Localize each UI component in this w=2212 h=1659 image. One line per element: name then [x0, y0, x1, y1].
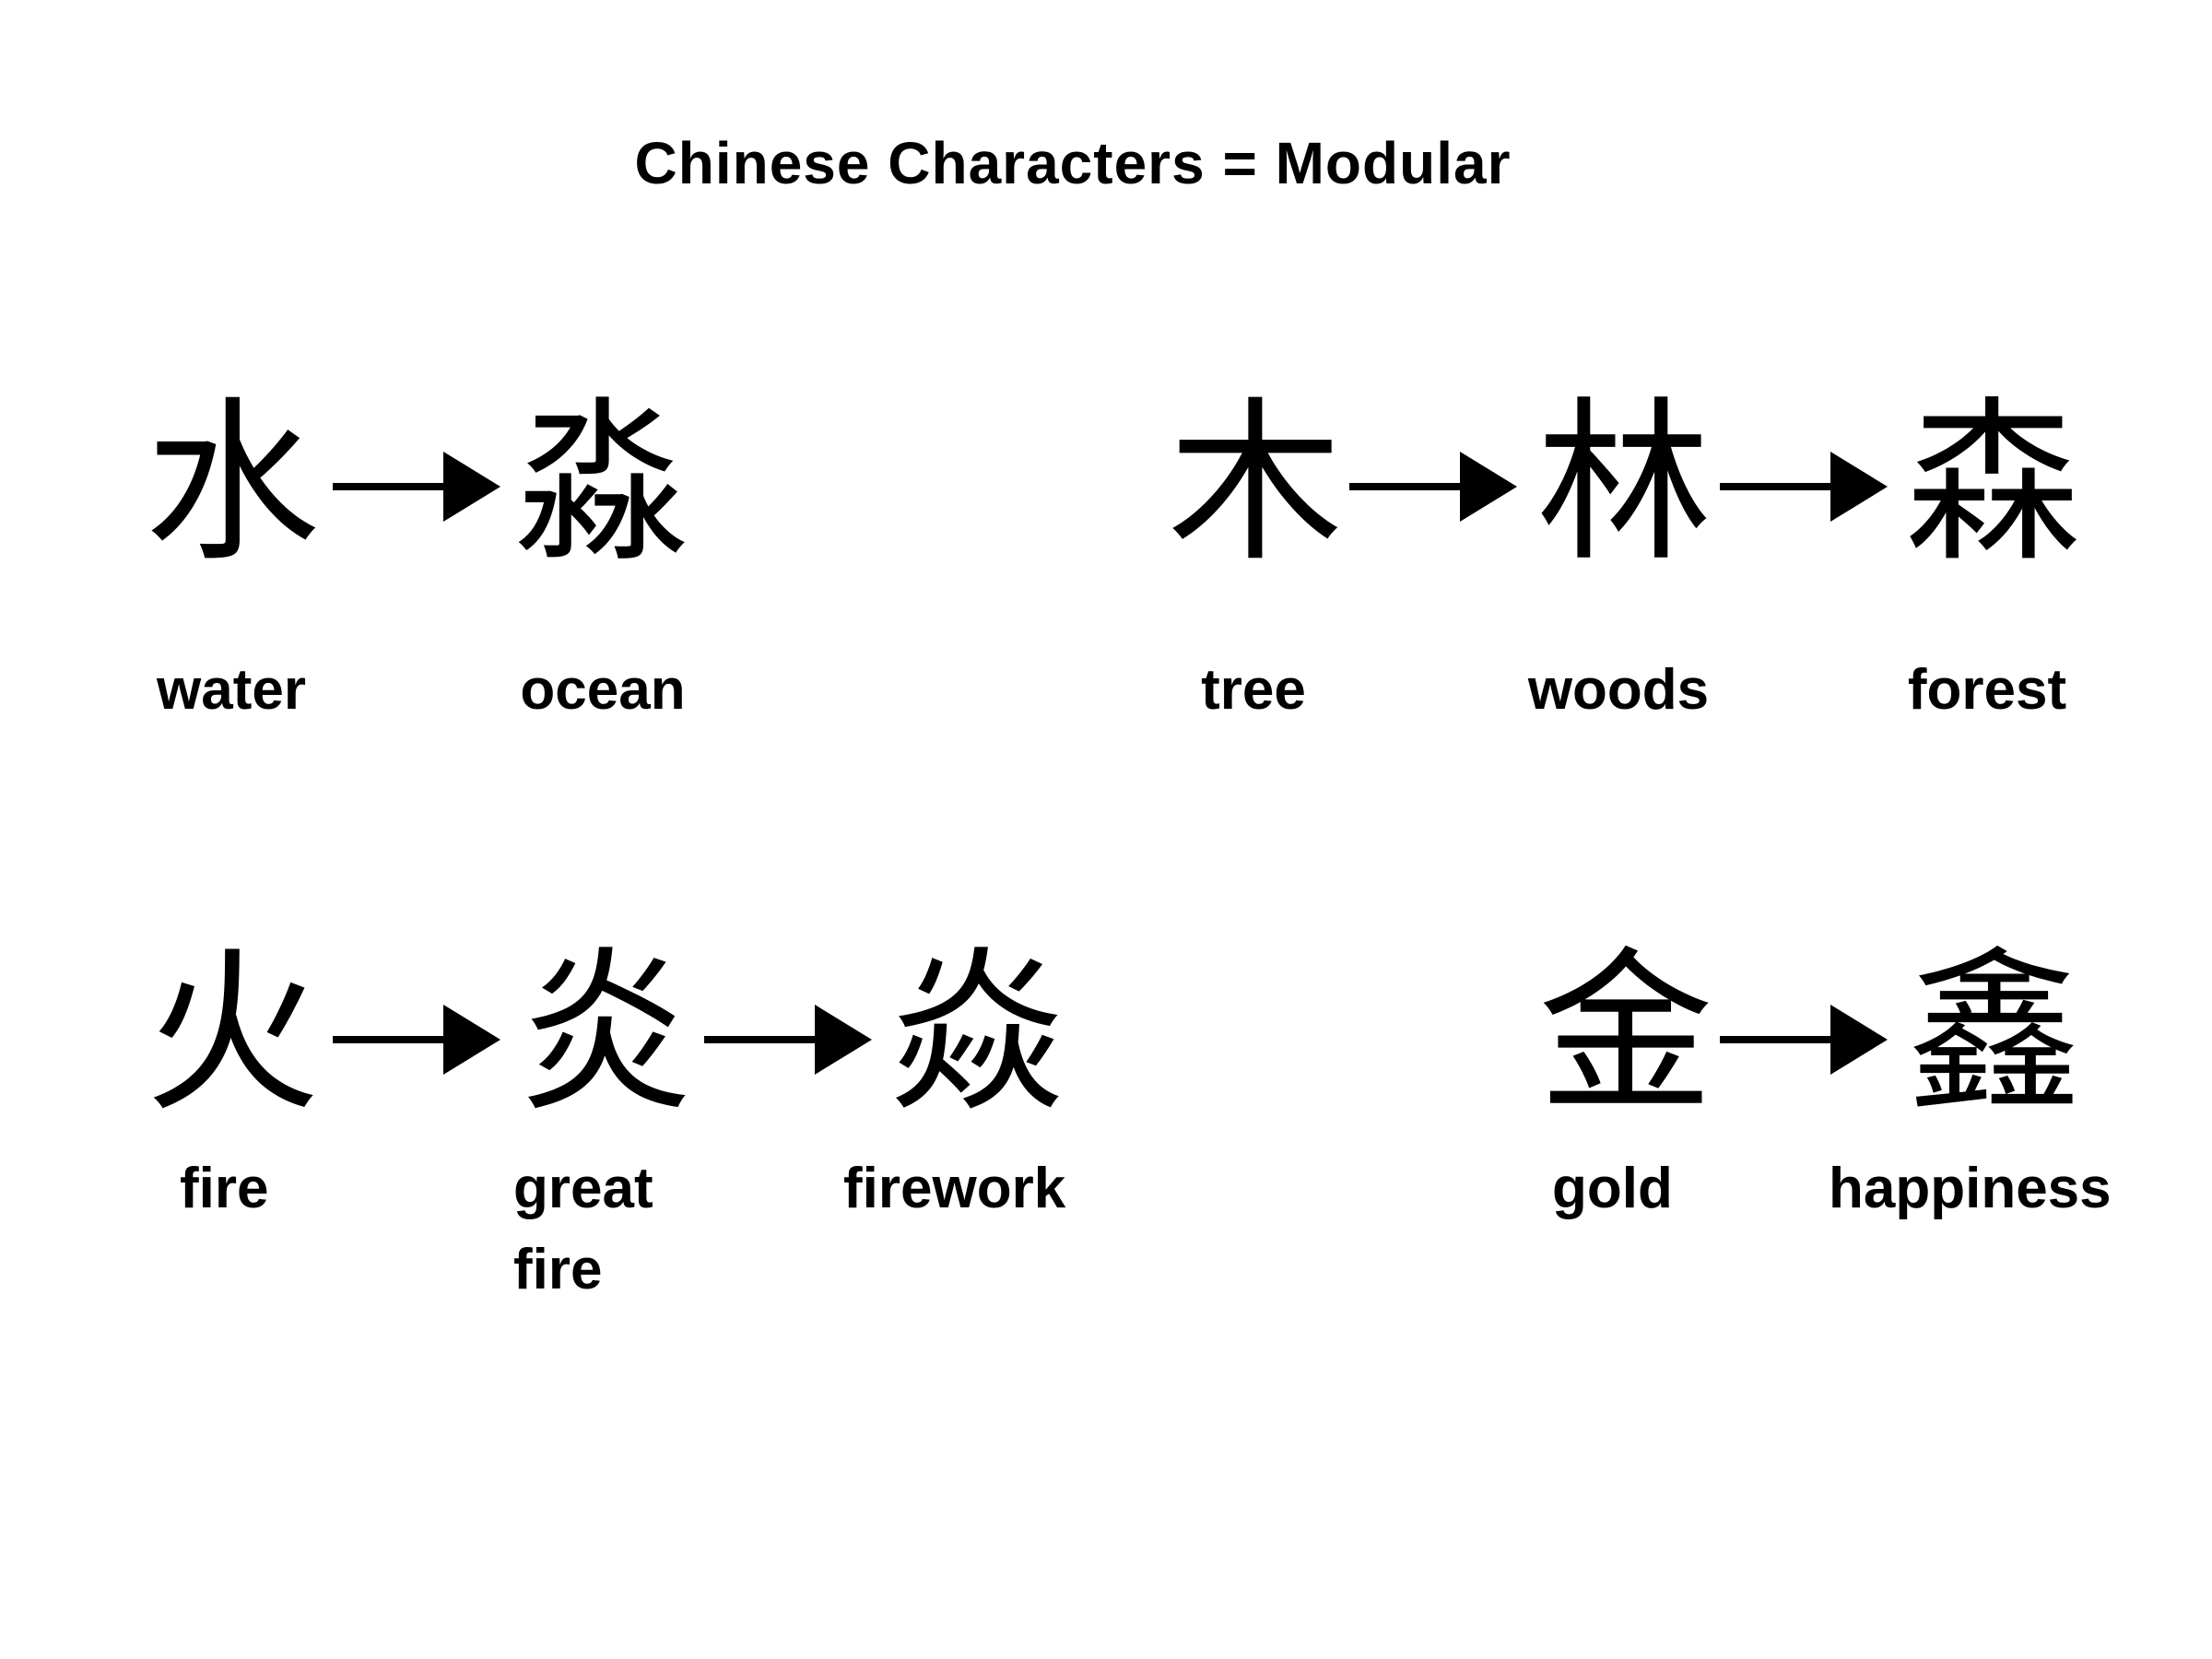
- label-ocean: ocean: [520, 658, 686, 722]
- character-gold: 金: [1537, 932, 1713, 1135]
- label-tree: tree: [1201, 658, 1306, 722]
- character-water: 水: [144, 382, 320, 585]
- arrow-icon: [333, 1005, 500, 1075]
- arrow-icon: [333, 452, 500, 522]
- character-forest: 森: [1904, 382, 2080, 585]
- character-firework: 焱: [888, 932, 1065, 1135]
- label-fire: fire: [180, 1157, 269, 1220]
- character-ocean: 淼: [513, 382, 689, 585]
- label-gold: gold: [1552, 1157, 1673, 1220]
- label-happiness: happiness: [1829, 1157, 2112, 1220]
- label-forest: forest: [1907, 658, 2067, 722]
- page-title: Chinese Characters = Modular: [634, 130, 1512, 196]
- character-fire: 火: [144, 932, 320, 1135]
- arrow-icon: [1720, 452, 1888, 522]
- character-woods: 林: [1535, 382, 1712, 585]
- label-water: water: [157, 658, 306, 722]
- arrow-icon: [704, 1005, 872, 1075]
- character-great-fire: 炎: [517, 932, 693, 1135]
- arrow-icon: [1349, 452, 1517, 522]
- label-woods: woods: [1527, 658, 1710, 722]
- label-firework: firework: [843, 1157, 1066, 1220]
- label-great-fire: great fire: [513, 1157, 653, 1301]
- character-happiness: 鑫: [1906, 932, 2082, 1135]
- character-tree: 木: [1167, 382, 1343, 585]
- arrow-icon: [1720, 1005, 1888, 1075]
